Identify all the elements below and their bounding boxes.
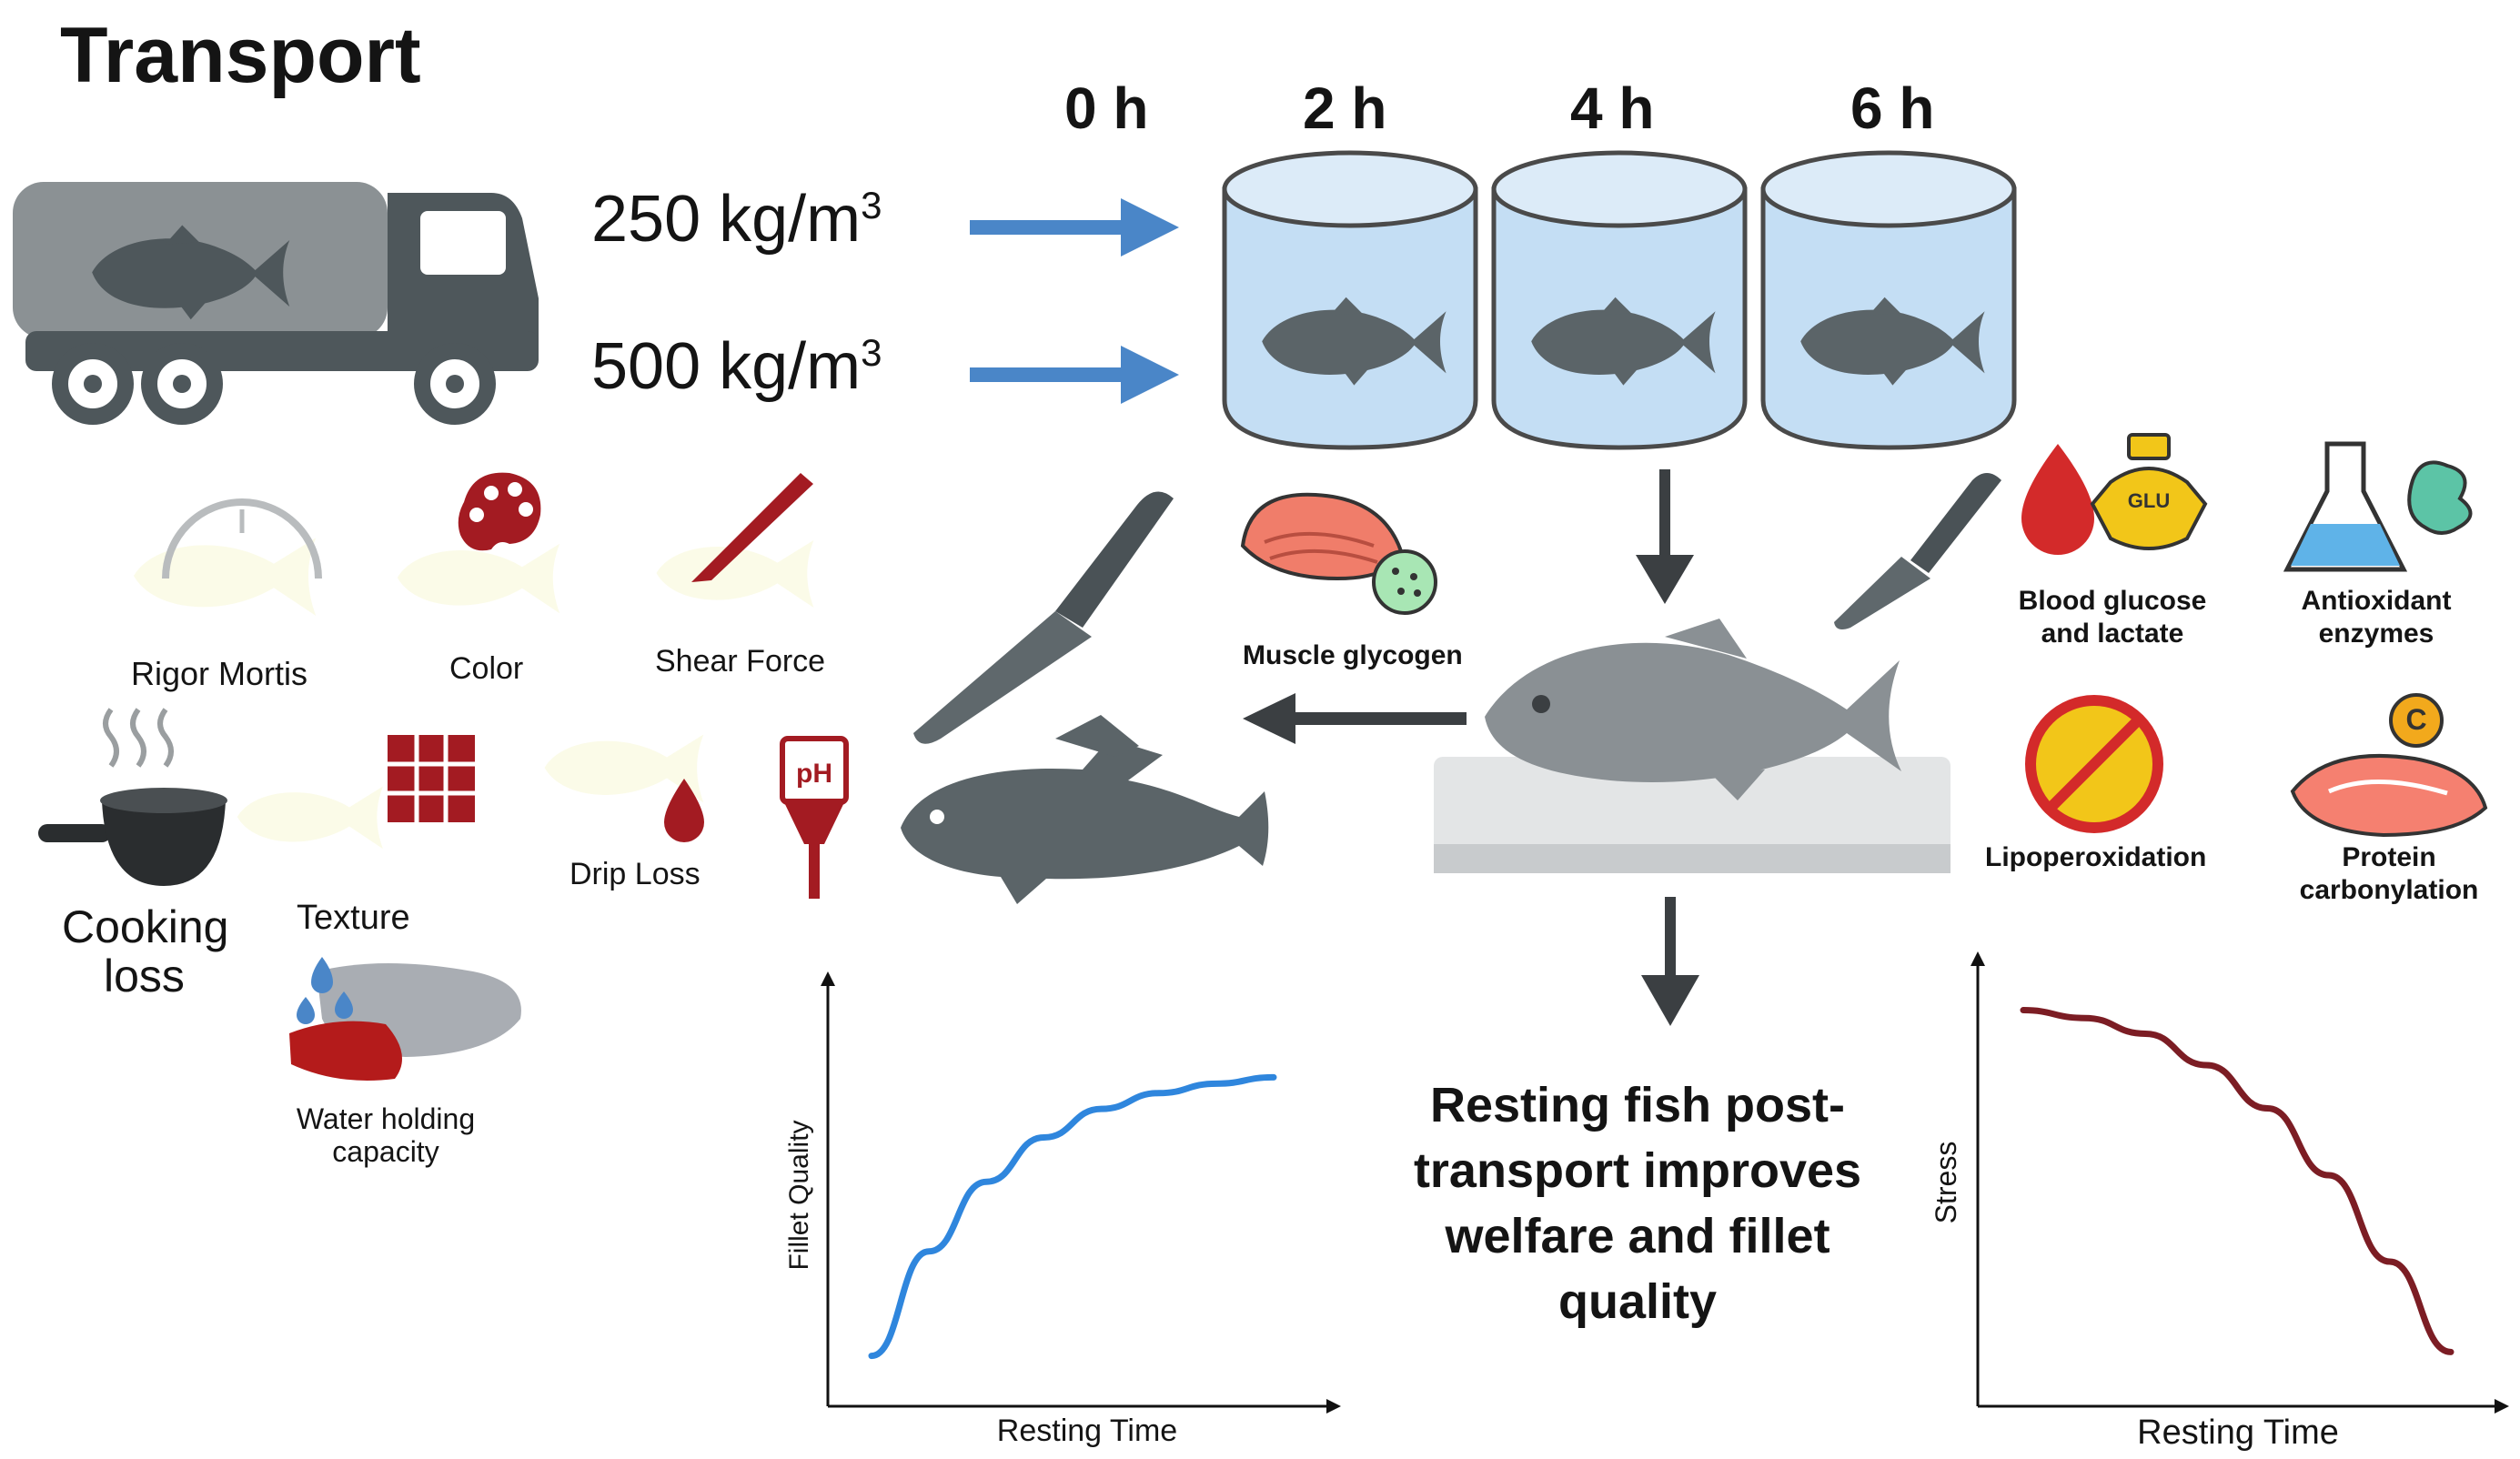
water-holding-label-line2: capacity [332, 1135, 439, 1168]
cooking-loss-label-line1: Cooking [62, 901, 229, 952]
texture-label: Texture [297, 899, 410, 937]
knife-left-icon [913, 491, 1174, 744]
blood-glucose-label-line2: and lactate [2041, 619, 2184, 649]
protein-carbonylation-icon [2290, 693, 2488, 838]
conclusion-line3: welfare and fillet [1445, 1209, 1830, 1263]
fillet-quality-curve [868, 1073, 1277, 1360]
stress-chart-x-arrowhead [2495, 1399, 2509, 1414]
rigor-mortis-label: Rigor Mortis [131, 655, 308, 692]
stress-chart [1971, 951, 2509, 1414]
lipoperoxidation-label: Lipoperoxidation [1985, 842, 2207, 872]
left-arrow [1243, 693, 1467, 744]
density-500-superscript: 3 [861, 331, 882, 374]
rigor-mortis-icon [134, 498, 322, 616]
knife-right-icon [1834, 473, 2001, 629]
water-holding-fillet-icon [289, 957, 521, 1081]
antioxidant-label-line1: Antioxidant [2301, 586, 2452, 616]
conclusion-line2: transport improves [1413, 1143, 1862, 1198]
conclusion-line4: quality [1557, 1274, 1718, 1329]
conclusion-line1: Resting fish post- [1430, 1078, 1845, 1132]
hour-4: 4 h [1570, 75, 1655, 141]
blood-glucose-icon [2021, 433, 2208, 555]
ph-meter-icon [780, 736, 849, 899]
vitamin-label: C [2405, 703, 2426, 736]
truck-icon [13, 182, 539, 425]
density-500-value: 500 kg/m [591, 330, 862, 403]
stress-chart-y-label: Stress [1930, 1142, 1962, 1224]
shear-force-label: Shear Force [655, 644, 826, 679]
tank-4h [1491, 150, 1748, 450]
density-arrows [970, 198, 1179, 404]
fillet-chart-y-label: Fillet Quality [784, 1120, 814, 1270]
antioxidant-label-line2: enzymes [2318, 619, 2434, 649]
fillet-quality-chart [821, 971, 1341, 1414]
density-250: 250 kg/m3 [591, 182, 882, 257]
stress-curve [2020, 1007, 2454, 1355]
tank-6h [1760, 150, 2017, 450]
shear-force-knife-icon [656, 473, 814, 608]
tank-2h [1222, 150, 1478, 450]
page-title: Transport [60, 12, 421, 99]
hour-0: 0 h [1064, 75, 1149, 141]
fish-on-board-icon [1434, 619, 1950, 873]
density-250-value: 250 kg/m [591, 183, 862, 256]
muscle-glycogen-label: Muscle glycogen [1243, 640, 1463, 670]
color-label: Color [449, 651, 524, 686]
protein-carbonylation-label-line1: Protein [2342, 842, 2436, 872]
hour-2: 2 h [1303, 75, 1387, 141]
fillet-chart-x-label: Resting Time [996, 1414, 1178, 1448]
density-500: 500 kg/m3 [591, 329, 882, 404]
protein-carbonylation-label-line2: carbonylation [2299, 875, 2479, 905]
ph-label: pH [796, 759, 832, 789]
hour-6: 6 h [1850, 75, 1935, 141]
cooking-loss-label-line2: loss [104, 951, 185, 1001]
fillet-chart-x-arrowhead [1326, 1399, 1341, 1414]
density-250-superscript: 3 [861, 184, 882, 226]
drip-loss-icon [544, 734, 704, 842]
fish-head-icon [901, 715, 1269, 904]
drip-loss-label: Drip Loss [570, 857, 701, 891]
pan-icon [38, 708, 227, 886]
texture-icon [237, 735, 475, 850]
color-palette-icon [397, 472, 560, 614]
stress-chart-y-arrowhead [1971, 951, 1985, 966]
fillet-chart-y-arrowhead [821, 971, 835, 986]
down-arrows [1636, 469, 1699, 1026]
stress-chart-x-label: Resting Time [2137, 1414, 2339, 1452]
muscle-glycogen-icon [1240, 492, 1437, 615]
resting-tanks [1222, 150, 2017, 450]
blood-glucose-label-line1: Blood glucose [2018, 586, 2207, 616]
water-holding-label-line1: Water holding [296, 1102, 476, 1135]
lipoperoxidation-icon [2025, 695, 2163, 833]
glu-label: GLU [2128, 489, 2170, 512]
antioxidant-flask-icon [2283, 441, 2473, 572]
